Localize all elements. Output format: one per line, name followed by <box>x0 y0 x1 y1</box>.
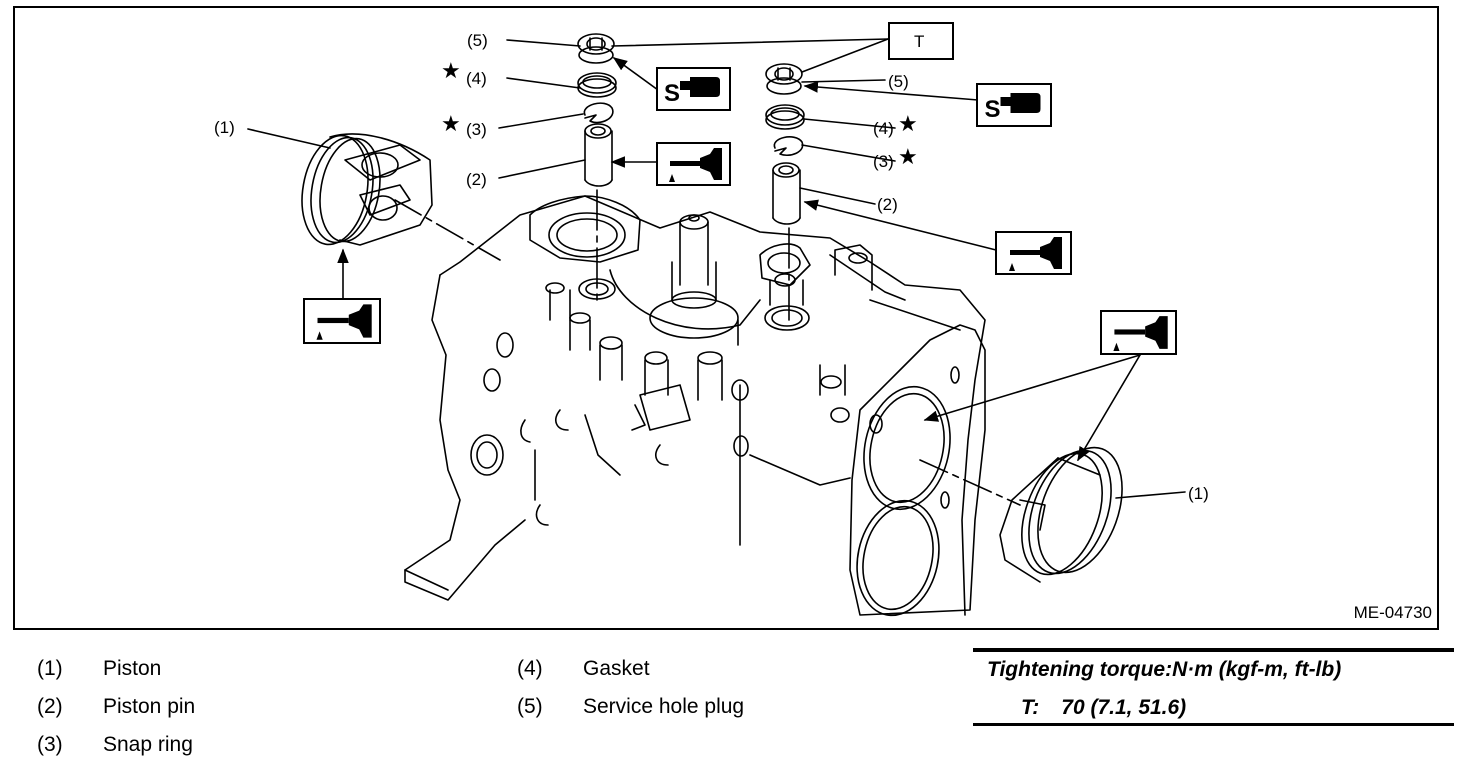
star-icon: ★ <box>898 111 918 136</box>
callout-right-snap-ring: (3) <box>873 152 894 171</box>
callout-left-plug: (5) <box>467 31 488 50</box>
liquid-gasket-icon: S <box>976 83 1052 127</box>
svg-text:S: S <box>664 80 680 107</box>
star-icon: ★ <box>898 144 918 169</box>
callout-right-piston: (1) <box>1188 484 1209 503</box>
liquid-gasket-icon: S <box>656 67 731 111</box>
engine-oil-icon <box>656 142 731 186</box>
exploded-view-drawing <box>247 33 1186 617</box>
callout-left-piston: (1) <box>214 118 235 137</box>
engine-oil-icon <box>1100 310 1177 355</box>
callout-right-gasket: (4) <box>873 119 894 138</box>
right-parts-stack <box>765 63 805 321</box>
torque-spec-title: Tightening torque:N·m (kgf-m, ft-lb) <box>987 658 1342 681</box>
svg-text:S: S <box>985 96 1001 123</box>
star-icon: ★ <box>441 58 461 83</box>
torque-marker-box: T <box>888 22 954 60</box>
torque-spec-row: T: 70 (7.1, 51.6) <box>1021 696 1186 720</box>
callout-right-plug: (5) <box>888 72 909 91</box>
torque-spec-key: T: <box>1021 696 1040 719</box>
left-parts-stack <box>577 33 617 301</box>
callout-left-snap-ring: (3) <box>466 120 487 139</box>
leader-lines <box>247 38 1186 506</box>
engine-oil-icon <box>995 231 1072 275</box>
torque-spec-value: 70 (7.1, 51.6) <box>1061 696 1187 719</box>
callout-left-pin: (2) <box>466 170 487 189</box>
callout-right-pin: (2) <box>877 195 898 214</box>
right-piston <box>999 446 1123 583</box>
figure-id: ME-04730 <box>1353 603 1432 622</box>
callout-left-gasket: (4) <box>466 69 487 88</box>
left-piston <box>301 133 433 246</box>
cylinder-block <box>404 195 986 617</box>
star-icon: ★ <box>441 111 461 136</box>
engine-oil-icon <box>303 298 381 344</box>
torque-spec-table: Tightening torque:N·m (kgf-m, ft-lb) T: 7… <box>973 648 1454 726</box>
torque-marker-label: T <box>914 32 925 51</box>
